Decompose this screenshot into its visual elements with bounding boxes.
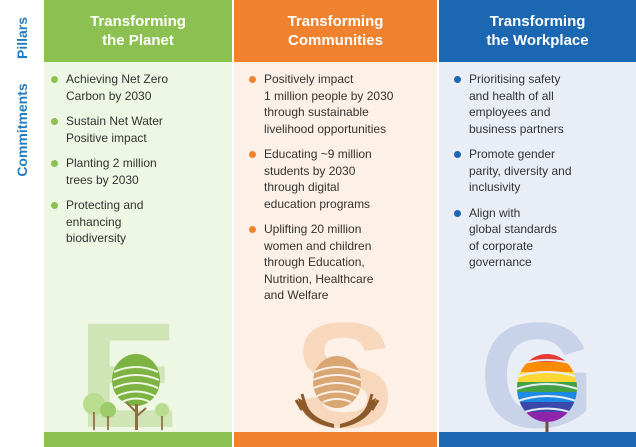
list-item: Positively impact 1 million people by 20… (249, 71, 431, 137)
title-line: Transforming (489, 13, 586, 30)
item-line: Promote gender (469, 147, 556, 161)
item-line: Sustain Net Water (66, 114, 163, 128)
pillar-planet-footer (44, 432, 232, 447)
item-line: Align with (469, 205, 521, 220)
list-item: Achieving Net Zero Carbon by 2030 (51, 71, 226, 104)
item-line: Carbon by 2030 (66, 88, 152, 103)
item-line: 1 million people by 2030 (264, 88, 394, 103)
pillar-planet-title: Transforming the Planet (44, 0, 232, 62)
pillar-workplace-footer (439, 432, 636, 447)
item-line: livelihood opportunities (264, 121, 387, 136)
item-line: through digital (264, 180, 340, 194)
bullet-dot-icon (51, 160, 58, 167)
pillar-communities-title: Transforming Communities (234, 0, 437, 62)
communities-commitments: Positively impact 1 million people by 20… (234, 62, 437, 304)
item-line: and Welfare (264, 288, 329, 302)
item-line: Educating ~9 million (264, 147, 372, 161)
hands-leaf-icon (294, 356, 380, 428)
list-item: Uplifting 20 million women and children … (249, 221, 431, 304)
item-line: governance (469, 255, 532, 269)
item-line: Uplifting 20 million (264, 222, 362, 236)
list-item: Sustain Net Water Positive impact (51, 113, 226, 146)
item-line: Achieving Net Zero (66, 72, 169, 86)
item-line: enhancing (66, 214, 122, 229)
bullet-dot-icon (249, 151, 256, 158)
item-line: business partners (469, 121, 564, 136)
item-line: Protecting and (66, 198, 144, 212)
item-line: Positively impact (264, 72, 354, 86)
title-line: Transforming (287, 13, 384, 30)
list-item: Align with global standards of corporate… (454, 205, 630, 271)
pillar-communities: Transforming Communities Positively impa… (234, 0, 437, 447)
item-line: Prioritising safety (469, 72, 561, 86)
item-line: women and children (264, 238, 372, 253)
bullet-dot-icon (454, 209, 461, 217)
bullet-dot-icon (249, 226, 256, 233)
item-line: employees and (469, 105, 551, 119)
bullet-dot-icon (51, 202, 58, 209)
planet-commitments: Achieving Net Zero Carbon by 2030 Sustai… (44, 62, 232, 247)
pillars-label: Pillars (14, 16, 30, 60)
tree-icon (83, 354, 169, 430)
item-line: through sustainable (264, 105, 369, 119)
item-line: global standards (469, 222, 558, 236)
pillar-communities-footer (234, 432, 437, 447)
item-line: Positive impact (66, 130, 147, 145)
item-line: and health of all (469, 88, 554, 103)
pillar-workplace-title: Transforming the Workplace (439, 0, 636, 62)
item-line: Planting 2 million (66, 156, 157, 170)
item-line: parity, diversity and (469, 163, 572, 178)
bullet-dot-icon (454, 76, 461, 83)
list-item: Educating ~9 million students by 2030 th… (249, 146, 431, 212)
item-line: trees by 2030 (66, 172, 139, 187)
item-line: biodiversity (66, 231, 127, 245)
item-line: of corporate (469, 238, 534, 253)
list-item: Promote gender parity, diversity and inc… (454, 146, 630, 196)
title-line: the Planet (102, 32, 174, 49)
title-line: the Workplace (486, 32, 589, 49)
list-item: Planting 2 million trees by 2030 (51, 155, 226, 188)
item-line: inclusivity (469, 180, 521, 194)
side-labels: Pillars Commitments (0, 0, 44, 447)
title-line: Communities (287, 32, 383, 49)
bullet-dot-icon (51, 118, 58, 125)
list-item: Prioritising safety and health of all em… (454, 71, 630, 137)
pillar-workplace: Transforming the Workplace Prioritising … (439, 0, 636, 447)
item-line: Nutrition, Healthcare (264, 271, 374, 286)
item-line: through Education, (264, 255, 365, 269)
list-item: Protecting and enhancing biodiversity (51, 197, 226, 247)
title-line: Transforming (90, 13, 186, 30)
workplace-commitments: Prioritising safety and health of all em… (439, 62, 636, 271)
item-line: education programs (264, 196, 371, 211)
bullet-dot-icon (454, 151, 461, 158)
pillar-planet: Transforming the Planet Achieving Net Ze… (44, 0, 232, 447)
bullet-dot-icon (249, 76, 256, 83)
item-line: students by 2030 (264, 163, 356, 178)
bullet-dot-icon (51, 76, 58, 83)
commitments-label: Commitments (14, 83, 30, 177)
rainbow-leaf-icon (517, 354, 577, 432)
